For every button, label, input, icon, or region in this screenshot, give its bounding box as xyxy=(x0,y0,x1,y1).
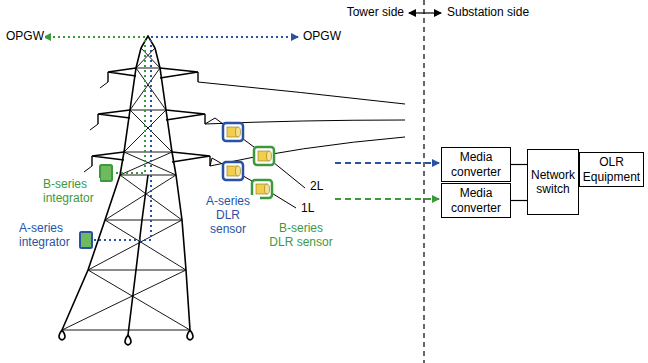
dlr-sensor xyxy=(223,123,243,141)
lattice-brace xyxy=(88,270,190,330)
process-box: Network switch xyxy=(527,149,579,215)
device-label: A-series DLR sensor xyxy=(196,195,260,236)
cable-label: OPGW xyxy=(302,30,342,44)
lattice-brace xyxy=(62,270,186,330)
box-label: Media converter xyxy=(444,186,508,215)
dlr-sensor xyxy=(223,162,243,180)
box-label: OLR Equipment xyxy=(582,155,641,184)
device-label: A-series integrator xyxy=(18,222,78,250)
box-label: Network switch xyxy=(530,168,576,197)
side-divider xyxy=(423,0,424,363)
process-box: Media converter xyxy=(441,183,511,218)
integrator-icon xyxy=(80,232,92,248)
side-label: Substation side xyxy=(446,6,530,20)
connector xyxy=(511,164,527,165)
device-label: B-series DLR sensor xyxy=(268,222,334,250)
integrator-icon xyxy=(100,165,112,181)
cable-label: OPGW xyxy=(5,30,45,44)
lattice-brace xyxy=(105,220,182,221)
lattice-brace xyxy=(124,152,172,153)
lattice-brace xyxy=(88,220,182,270)
dlr-sensor xyxy=(254,147,274,165)
opgw-fibre xyxy=(151,36,298,38)
lattice-brace xyxy=(130,68,160,110)
conductor xyxy=(84,82,405,208)
fibre-link xyxy=(335,162,439,164)
fibre-link xyxy=(335,198,439,200)
lattice-brace xyxy=(136,68,166,110)
lattice-brace xyxy=(105,175,176,220)
fibre-drop xyxy=(93,40,151,240)
process-box: OLR Equipment xyxy=(579,152,644,187)
lattice-brace xyxy=(105,220,186,270)
process-box: Media converter xyxy=(441,147,511,182)
device-label: B-series integrator xyxy=(42,178,100,206)
lattice-brace xyxy=(136,68,160,69)
connector xyxy=(511,200,527,201)
side-arrow xyxy=(409,12,441,13)
fibre-drop xyxy=(113,40,145,173)
opgw-fibre xyxy=(44,36,145,38)
box-label: Media converter xyxy=(444,150,508,179)
lattice-brace xyxy=(130,110,166,111)
side-label: Tower side xyxy=(346,6,405,20)
line-label: 2L xyxy=(309,180,324,194)
lattice-brace xyxy=(120,175,176,176)
lattice-brace xyxy=(88,270,186,271)
lattice-brace xyxy=(62,330,190,331)
line-label: 1L xyxy=(300,202,315,216)
